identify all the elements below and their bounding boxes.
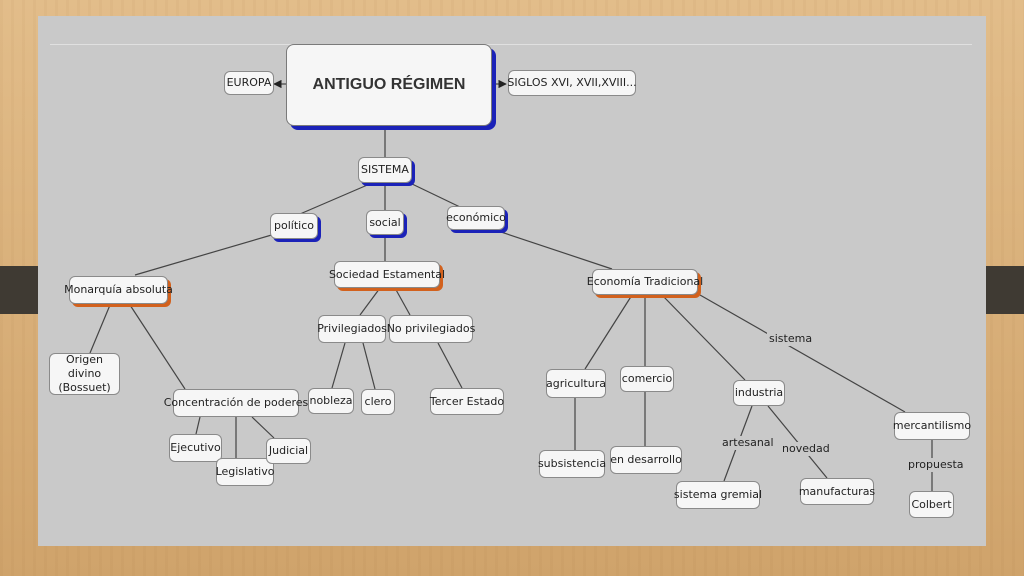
link-economia-mercantilismo (699, 294, 906, 413)
link-monarquia-origen (89, 304, 111, 354)
node-industria: industria (733, 380, 785, 406)
node-legislativo: Legislativo (216, 458, 274, 486)
node-economico: económico (446, 206, 506, 230)
node-ejecutivo: Ejecutivo (169, 434, 222, 462)
node-agricultura: agricultura (546, 369, 606, 398)
node-colbert: Colbert (909, 491, 954, 518)
link-concentracion-ejecutivo (195, 416, 201, 435)
node-judicial: Judicial (266, 438, 311, 464)
link-politico-monarquia (134, 233, 276, 276)
node-politico: político (270, 213, 318, 239)
node-manufacturas: manufacturas (799, 478, 875, 505)
node-privilegiados: Privilegiados (317, 315, 387, 343)
node-social: social (366, 210, 404, 235)
node-en-desarrollo: en desarrollo (610, 446, 682, 474)
link-economia-agricultura (584, 294, 633, 370)
link-privilegiados-clero (362, 342, 376, 390)
node-europa: EUROPA (224, 71, 274, 95)
link-noprivilegiados-tercer (437, 342, 463, 389)
link-label-novedad: novedad (780, 442, 832, 456)
link-label-propuesta: propuesta (906, 458, 966, 472)
right-band (986, 266, 1024, 314)
title-antiguo-regimen: ANTIGUO RÉGIMEN (286, 44, 492, 126)
node-sistema-gremial: sistema gremial (674, 481, 762, 509)
node-siglos: SIGLOS XVI, XVII,XVIII... (507, 70, 637, 96)
node-no-privilegiados: No privilegiados (387, 315, 475, 343)
node-mercantilismo: mercantilismo (893, 412, 971, 440)
slide-top-rule (50, 44, 972, 45)
node-tercer-estado: Tercer Estado (430, 388, 504, 415)
link-economia-industria (661, 294, 746, 381)
node-sociedad-estamental: Sociedad Estamental (329, 261, 445, 288)
node-clero: clero (361, 389, 395, 415)
node-economia-tradicional: Economía Tradicional (587, 269, 703, 295)
left-band (0, 266, 38, 314)
node-concentracion-poderes: Concentración de poderes (164, 389, 308, 417)
node-origen-divino: Origen divino (Bossuet) (49, 353, 120, 395)
link-economico-economia (494, 229, 613, 270)
node-sistema: SISTEMA (358, 157, 412, 183)
link-sociedad-privilegiados (359, 287, 381, 316)
link-privilegiados-nobleza (331, 342, 346, 389)
node-subsistencia: subsistencia (538, 450, 606, 478)
link-label-artesanal: artesanal (720, 436, 776, 450)
link-concentracion-judicial (251, 416, 275, 439)
link-sistema-economico (409, 182, 461, 208)
link-sistema-politico (299, 182, 373, 215)
node-comercio: comercio (620, 366, 674, 392)
link-monarquia-concentracion (129, 304, 186, 390)
node-nobleza: nobleza (308, 388, 354, 414)
link-sociedad-noprivilegiados (394, 287, 411, 316)
node-monarquia-absoluta: Monarquía absoluta (64, 276, 173, 304)
link-label-sistema: sistema (767, 332, 815, 346)
